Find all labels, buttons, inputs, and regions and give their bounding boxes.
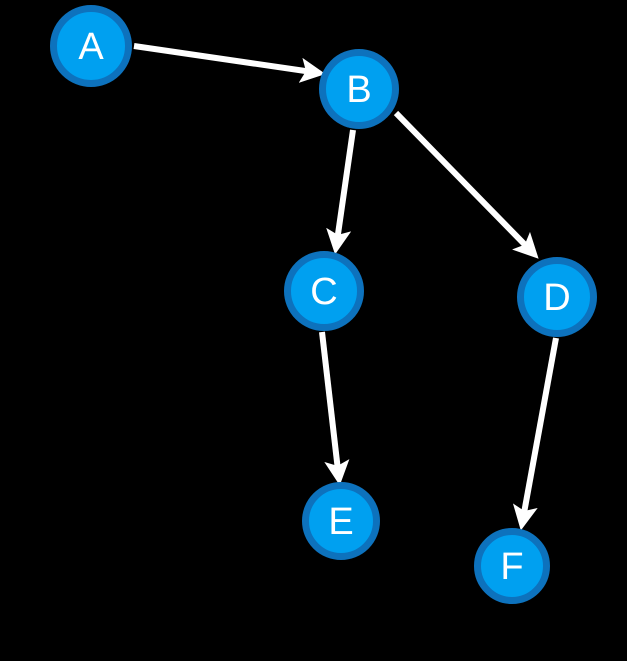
node-label-e: E: [328, 501, 353, 543]
node-label-f: F: [500, 546, 523, 588]
nodes-layer: A B C D E F: [50, 5, 597, 604]
node-e[interactable]: E: [302, 482, 380, 560]
node-circle-a[interactable]: [50, 5, 132, 87]
node-circle-e[interactable]: [302, 482, 380, 560]
edges-layer: [133, 43, 559, 531]
node-circle-c[interactable]: [284, 251, 364, 331]
node-circle-d[interactable]: [517, 257, 597, 337]
node-label-c: C: [310, 271, 337, 313]
node-d[interactable]: D: [517, 257, 597, 337]
edge-c-to-e: [319, 331, 350, 486]
node-label-d: D: [543, 277, 570, 319]
edge-b-to-c: [326, 129, 356, 255]
node-c[interactable]: C: [284, 251, 364, 331]
node-b[interactable]: B: [319, 49, 399, 129]
edge-d-to-f: [512, 337, 559, 531]
node-a[interactable]: A: [50, 5, 132, 87]
edge-b-to-d: [393, 110, 539, 259]
node-circle-b[interactable]: [319, 49, 399, 129]
node-circle-f[interactable]: [474, 528, 550, 604]
node-f[interactable]: F: [474, 528, 550, 604]
node-label-a: A: [78, 26, 104, 68]
edge-a-to-b: [133, 43, 326, 83]
node-label-b: B: [346, 69, 371, 111]
